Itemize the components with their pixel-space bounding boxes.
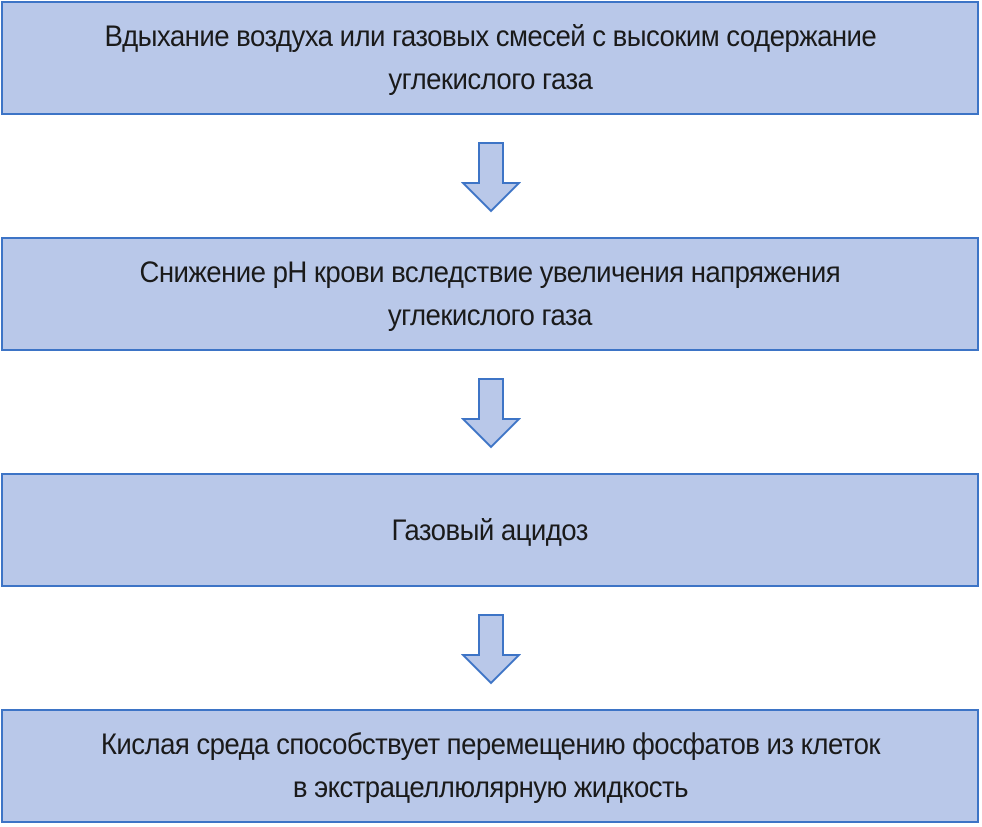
flow-step-3-text: Газовый ацидоз <box>391 513 589 547</box>
flow-step-4: Кислая среда способствует перемещению фо… <box>1 709 979 823</box>
flow-step-4-text: Кислая среда способствует перемещению фо… <box>100 728 880 804</box>
down-arrow-icon <box>461 614 521 685</box>
flow-step-1-text: Вдыхание воздуха или газовых смесей с вы… <box>104 20 876 96</box>
flow-step-3: Газовый ацидоз <box>1 473 979 587</box>
down-arrow-icon <box>461 378 521 449</box>
down-arrow-icon <box>461 142 521 213</box>
flow-step-2-text: Снижение pH крови вследствие увеличения … <box>139 256 841 332</box>
flow-step-2: Снижение pH крови вследствие увеличения … <box>1 237 979 351</box>
flow-step-1: Вдыхание воздуха или газовых смесей с вы… <box>1 1 979 115</box>
